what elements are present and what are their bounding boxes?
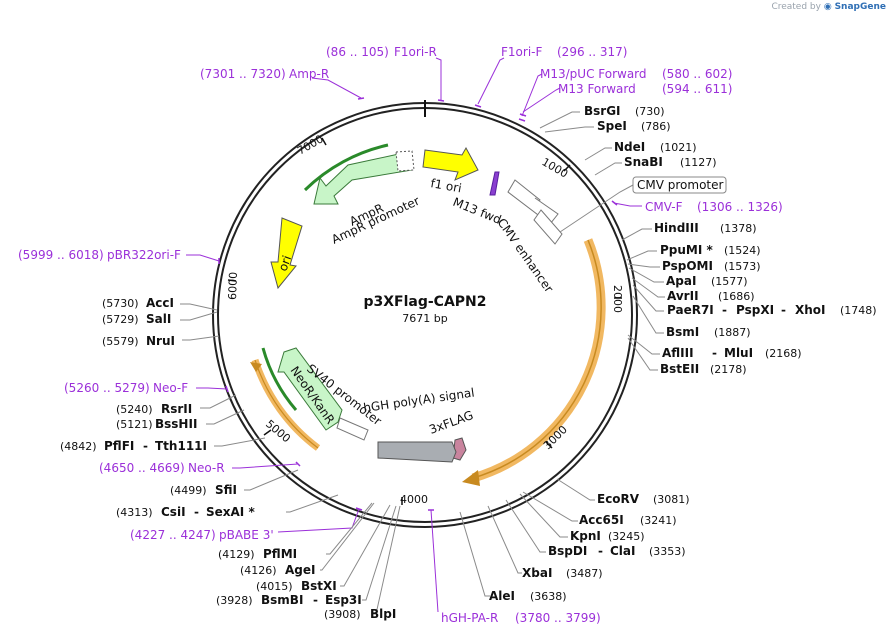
- feature-neor-kanr[interactable]: [277, 347, 343, 431]
- feature-capn2-arrowhead: [462, 470, 480, 486]
- primer-f1ori-f-range: (296 .. 317): [557, 45, 627, 59]
- primer-pbabe-range: (4227 .. 4247): [130, 528, 216, 542]
- primer-cmvf-name: CMV-F: [645, 200, 683, 214]
- snapgene-logo-icon: ◉: [823, 2, 832, 12]
- tick-1000: 1000: [540, 155, 571, 180]
- site-acc65i[interactable]: Acc65I(3241): [579, 513, 677, 527]
- label-3xflag: 3xFLAG: [427, 408, 475, 437]
- feature-layer: [250, 143, 606, 486]
- feature-neor-thin-arc: [261, 347, 298, 411]
- primer-ampr-range: (7301 .. 7320): [200, 67, 286, 81]
- site-pflmi[interactable]: (4129)PflMI: [218, 547, 297, 561]
- label-ori: ori: [276, 254, 294, 273]
- site-nrui[interactable]: (5579)NruI: [102, 334, 175, 348]
- site-labels-left: (5730)AccI (5729)SalI (5579)NruI (5240)R…: [60, 296, 396, 621]
- site-ecorv[interactable]: EcoRV(3081): [597, 492, 690, 506]
- site-bsrgi[interactable]: BsrGI(730): [584, 104, 665, 118]
- site-bsmbi-esp3i[interactable]: (3928)BsmBI-Esp3I: [216, 593, 362, 607]
- primer-f1ori-r-name: F1ori-R: [394, 45, 437, 59]
- primer-labels: (86 .. 105) F1ori-R F1ori-F (296 .. 317)…: [18, 45, 783, 625]
- label-ampr-promoter: AmpR promoter: [329, 194, 421, 247]
- feature-cmv-promoter[interactable]: [533, 209, 563, 245]
- primer-pbabe-name: pBABE 3': [219, 528, 274, 542]
- site-ndei[interactable]: NdeI(1021): [614, 140, 697, 154]
- site-bsshii[interactable]: (5121)BssHII: [116, 417, 197, 431]
- feature-ampr-thin-arc: [303, 143, 389, 192]
- site-ppumi[interactable]: PpuMI *(1524): [660, 243, 761, 257]
- site-sfii[interactable]: (4499)SfiI: [170, 483, 237, 497]
- primer-ampr-name: Amp-R: [289, 67, 329, 81]
- primer-hghpa-range: (3780 .. 3799): [515, 611, 601, 625]
- label-f1ori: f1 ori: [429, 176, 462, 195]
- primer-neor-name: Neo-R: [188, 461, 225, 475]
- site-pflfi-tth111i[interactable]: (4842)PflFI-Tth111I: [60, 439, 207, 453]
- primer-m13fwd-range: (594 .. 611): [662, 82, 732, 96]
- site-bspdi-clai[interactable]: BspDI-ClaI(3353): [548, 544, 686, 558]
- primer-leaders: [186, 57, 642, 613]
- credit-brand: SnapGene: [834, 2, 886, 12]
- site-pspomi[interactable]: PspOMI(1573): [662, 259, 761, 273]
- site-bsteii[interactable]: BstEII(2178): [660, 362, 747, 376]
- site-leaders-left: [180, 303, 401, 615]
- primer-pbr322-name: pBR322ori-F: [107, 248, 181, 262]
- site-sali[interactable]: (5729)SalI: [102, 312, 171, 326]
- site-afliii-mlui[interactable]: AflIII-MluI(2168): [662, 346, 802, 360]
- site-agei[interactable]: (4126)AgeI: [240, 563, 315, 577]
- feature-sv40-promoter[interactable]: [336, 417, 369, 441]
- primer-pbr322-range: (5999 .. 6018): [18, 248, 104, 262]
- site-labels-right: BsrGI(730) SpeI(786) NdeI(1021) SnaBI(11…: [489, 104, 877, 603]
- feature-ampr[interactable]: [313, 151, 413, 205]
- tick-4000: 4000: [400, 493, 428, 506]
- site-paer7i-pspxi-xhoi[interactable]: PaeR7I-PspXI-XhoI(1748): [667, 303, 877, 317]
- primer-f1ori-r-range: (86 .. 105): [326, 45, 389, 59]
- snapgene-credit: Created by ◉ SnapGene: [771, 2, 886, 12]
- site-blpi[interactable]: (3908)BlpI: [324, 607, 396, 621]
- site-hindiii[interactable]: HindIII(1378): [654, 221, 757, 235]
- site-csii-sexai[interactable]: (4313)CsiI-SexAI *: [116, 505, 255, 519]
- tick-3000: 3000: [541, 423, 570, 452]
- site-xbai[interactable]: XbaI(3487): [522, 566, 603, 580]
- plasmid-size: 7671 bp: [402, 312, 447, 325]
- primer-f1ori-f-name: F1ori-F: [501, 45, 542, 59]
- site-avrii[interactable]: AvrII(1686): [667, 289, 755, 303]
- primer-m13puc-name: M13/pUC Forward: [540, 67, 647, 81]
- primer-neor-range: (4650 .. 4669): [99, 461, 185, 475]
- feature-f1ori[interactable]: [422, 146, 479, 181]
- primer-cmvf-range: (1306 .. 1326): [697, 200, 783, 214]
- feature-m13fwd[interactable]: [489, 171, 500, 196]
- cmv-promoter-label: CMV promoter: [637, 178, 724, 192]
- site-bstxi[interactable]: (4015)BstXI: [256, 579, 337, 593]
- site-alei[interactable]: AleI(3638): [489, 589, 567, 603]
- site-spei[interactable]: SpeI(786): [597, 119, 671, 133]
- primer-hghpa-name: hGH-PA-R: [441, 611, 498, 625]
- tick-6000: 6000: [226, 272, 240, 300]
- site-kpni[interactable]: KpnI(3245): [570, 529, 645, 543]
- site-rsrii[interactable]: (5240)RsrII: [116, 402, 192, 416]
- primer-m13puc-range: (580 .. 602): [662, 67, 732, 81]
- site-bsmi[interactable]: BsmI(1887): [666, 325, 751, 339]
- tick-2000: 2000: [611, 285, 624, 313]
- site-apai[interactable]: ApaI(1577): [666, 274, 748, 288]
- site-snabi[interactable]: SnaBI(1127): [624, 155, 717, 169]
- primer-neof-name: Neo-F: [153, 381, 188, 395]
- label-hgh: hGH poly(A) signal: [362, 386, 475, 415]
- primer-m13fwd-name: M13 Forward: [558, 82, 636, 96]
- feature-ori[interactable]: [270, 217, 303, 290]
- feature-hgh-polya[interactable]: [377, 441, 457, 463]
- credit-prefix: Created by: [771, 2, 821, 12]
- plasmid-name: p3XFlag-CAPN2: [363, 294, 486, 310]
- site-leaders-right: [459, 111, 665, 597]
- site-acci[interactable]: (5730)AccI: [102, 296, 174, 310]
- primer-neof-range: (5260 .. 5279): [64, 381, 150, 395]
- feature-ampr-promoter[interactable]: [395, 150, 415, 172]
